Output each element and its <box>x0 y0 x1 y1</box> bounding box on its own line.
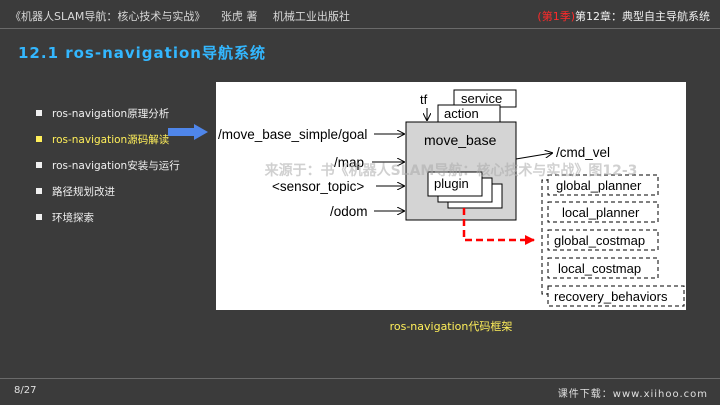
publisher: 机械工业出版社 <box>272 10 350 23</box>
navigation-diagram: /move_base_simple/goal /map <sensor_topi… <box>216 82 686 310</box>
download-link[interactable]: 课件下载：www.xiihoo.com <box>557 389 708 400</box>
header-divider <box>0 28 720 29</box>
plugin-global-planner <box>547 174 659 196</box>
plugin-global-costmap <box>547 229 659 251</box>
plugin-label: plugin <box>434 176 469 191</box>
figure-caption: ros-navigation代码框架 <box>389 320 513 333</box>
menu-item-label: 环境探索 <box>52 211 94 224</box>
plugin-local-planner <box>547 201 659 223</box>
input-goal: /move_base_simple/goal <box>218 127 367 142</box>
section-title: 12.1 ros-navigation导航系统 <box>18 44 266 62</box>
footer-divider <box>0 378 720 379</box>
menu-item-install[interactable]: ros-navigation安装与运行 <box>36 152 211 178</box>
plugin-global-planner-label: global_planner <box>556 178 642 193</box>
move-base-label: move_base <box>424 132 497 148</box>
menu-item-label: ros-navigation原理分析 <box>52 107 170 120</box>
plugin-box <box>427 171 483 197</box>
plugin-local-planner-label: local_planner <box>562 205 640 220</box>
input-map: /map <box>334 155 364 170</box>
plugin-recovery-behaviors-label: recovery_behaviors <box>554 289 668 304</box>
arrow-right-icon <box>168 124 208 140</box>
menu-item-path-planning[interactable]: 路径规划改进 <box>36 178 211 204</box>
book-title: 《机器人SLAM导航：核心技术与实战》 <box>10 10 206 23</box>
menu-item-label: ros-navigation源码解读 <box>52 133 170 146</box>
service-label: service <box>461 91 502 106</box>
square-bullet-icon <box>36 188 42 194</box>
input-sensor: <sensor_topic> <box>272 179 364 194</box>
menu-item-principle[interactable]: ros-navigation原理分析 <box>36 100 211 126</box>
season-label: (第1季) <box>537 10 575 23</box>
tf-label: tf <box>420 92 428 107</box>
book-info: 《机器人SLAM导航：核心技术与实战》 张虎 著 机械工业出版社 <box>10 8 362 24</box>
square-bullet-icon <box>36 162 42 168</box>
author: 张虎 著 <box>220 10 258 23</box>
outline-menu: ros-navigation原理分析 ros-navigation源码解读 ro… <box>36 100 211 230</box>
square-bullet-icon <box>36 214 42 220</box>
plugin-global-costmap-label: global_costmap <box>554 233 645 248</box>
plugin-local-costmap-label: local_costmap <box>558 261 641 276</box>
plugin-local-costmap <box>547 257 659 279</box>
menu-item-label: 路径规划改进 <box>52 185 115 198</box>
chapter-info: (第1季)第12章：典型自主导航系统 <box>537 8 710 24</box>
chapter-label: 第12章：典型自主导航系统 <box>575 10 710 23</box>
output-cmd-vel: /cmd_vel <box>556 145 610 160</box>
action-label: action <box>444 106 479 121</box>
input-odom: /odom <box>330 204 368 219</box>
square-bullet-icon <box>36 136 42 142</box>
page-number: 8/27 <box>14 385 37 396</box>
square-bullet-icon <box>36 110 42 116</box>
menu-item-exploration[interactable]: 环境探索 <box>36 204 211 230</box>
menu-item-source-code[interactable]: ros-navigation源码解读 <box>36 126 211 152</box>
menu-item-label: ros-navigation安装与运行 <box>52 159 180 172</box>
header-bar: 《机器人SLAM导航：核心技术与实战》 张虎 著 机械工业出版社 (第1季)第1… <box>0 0 720 30</box>
plugin-recovery-behaviors <box>547 285 685 307</box>
